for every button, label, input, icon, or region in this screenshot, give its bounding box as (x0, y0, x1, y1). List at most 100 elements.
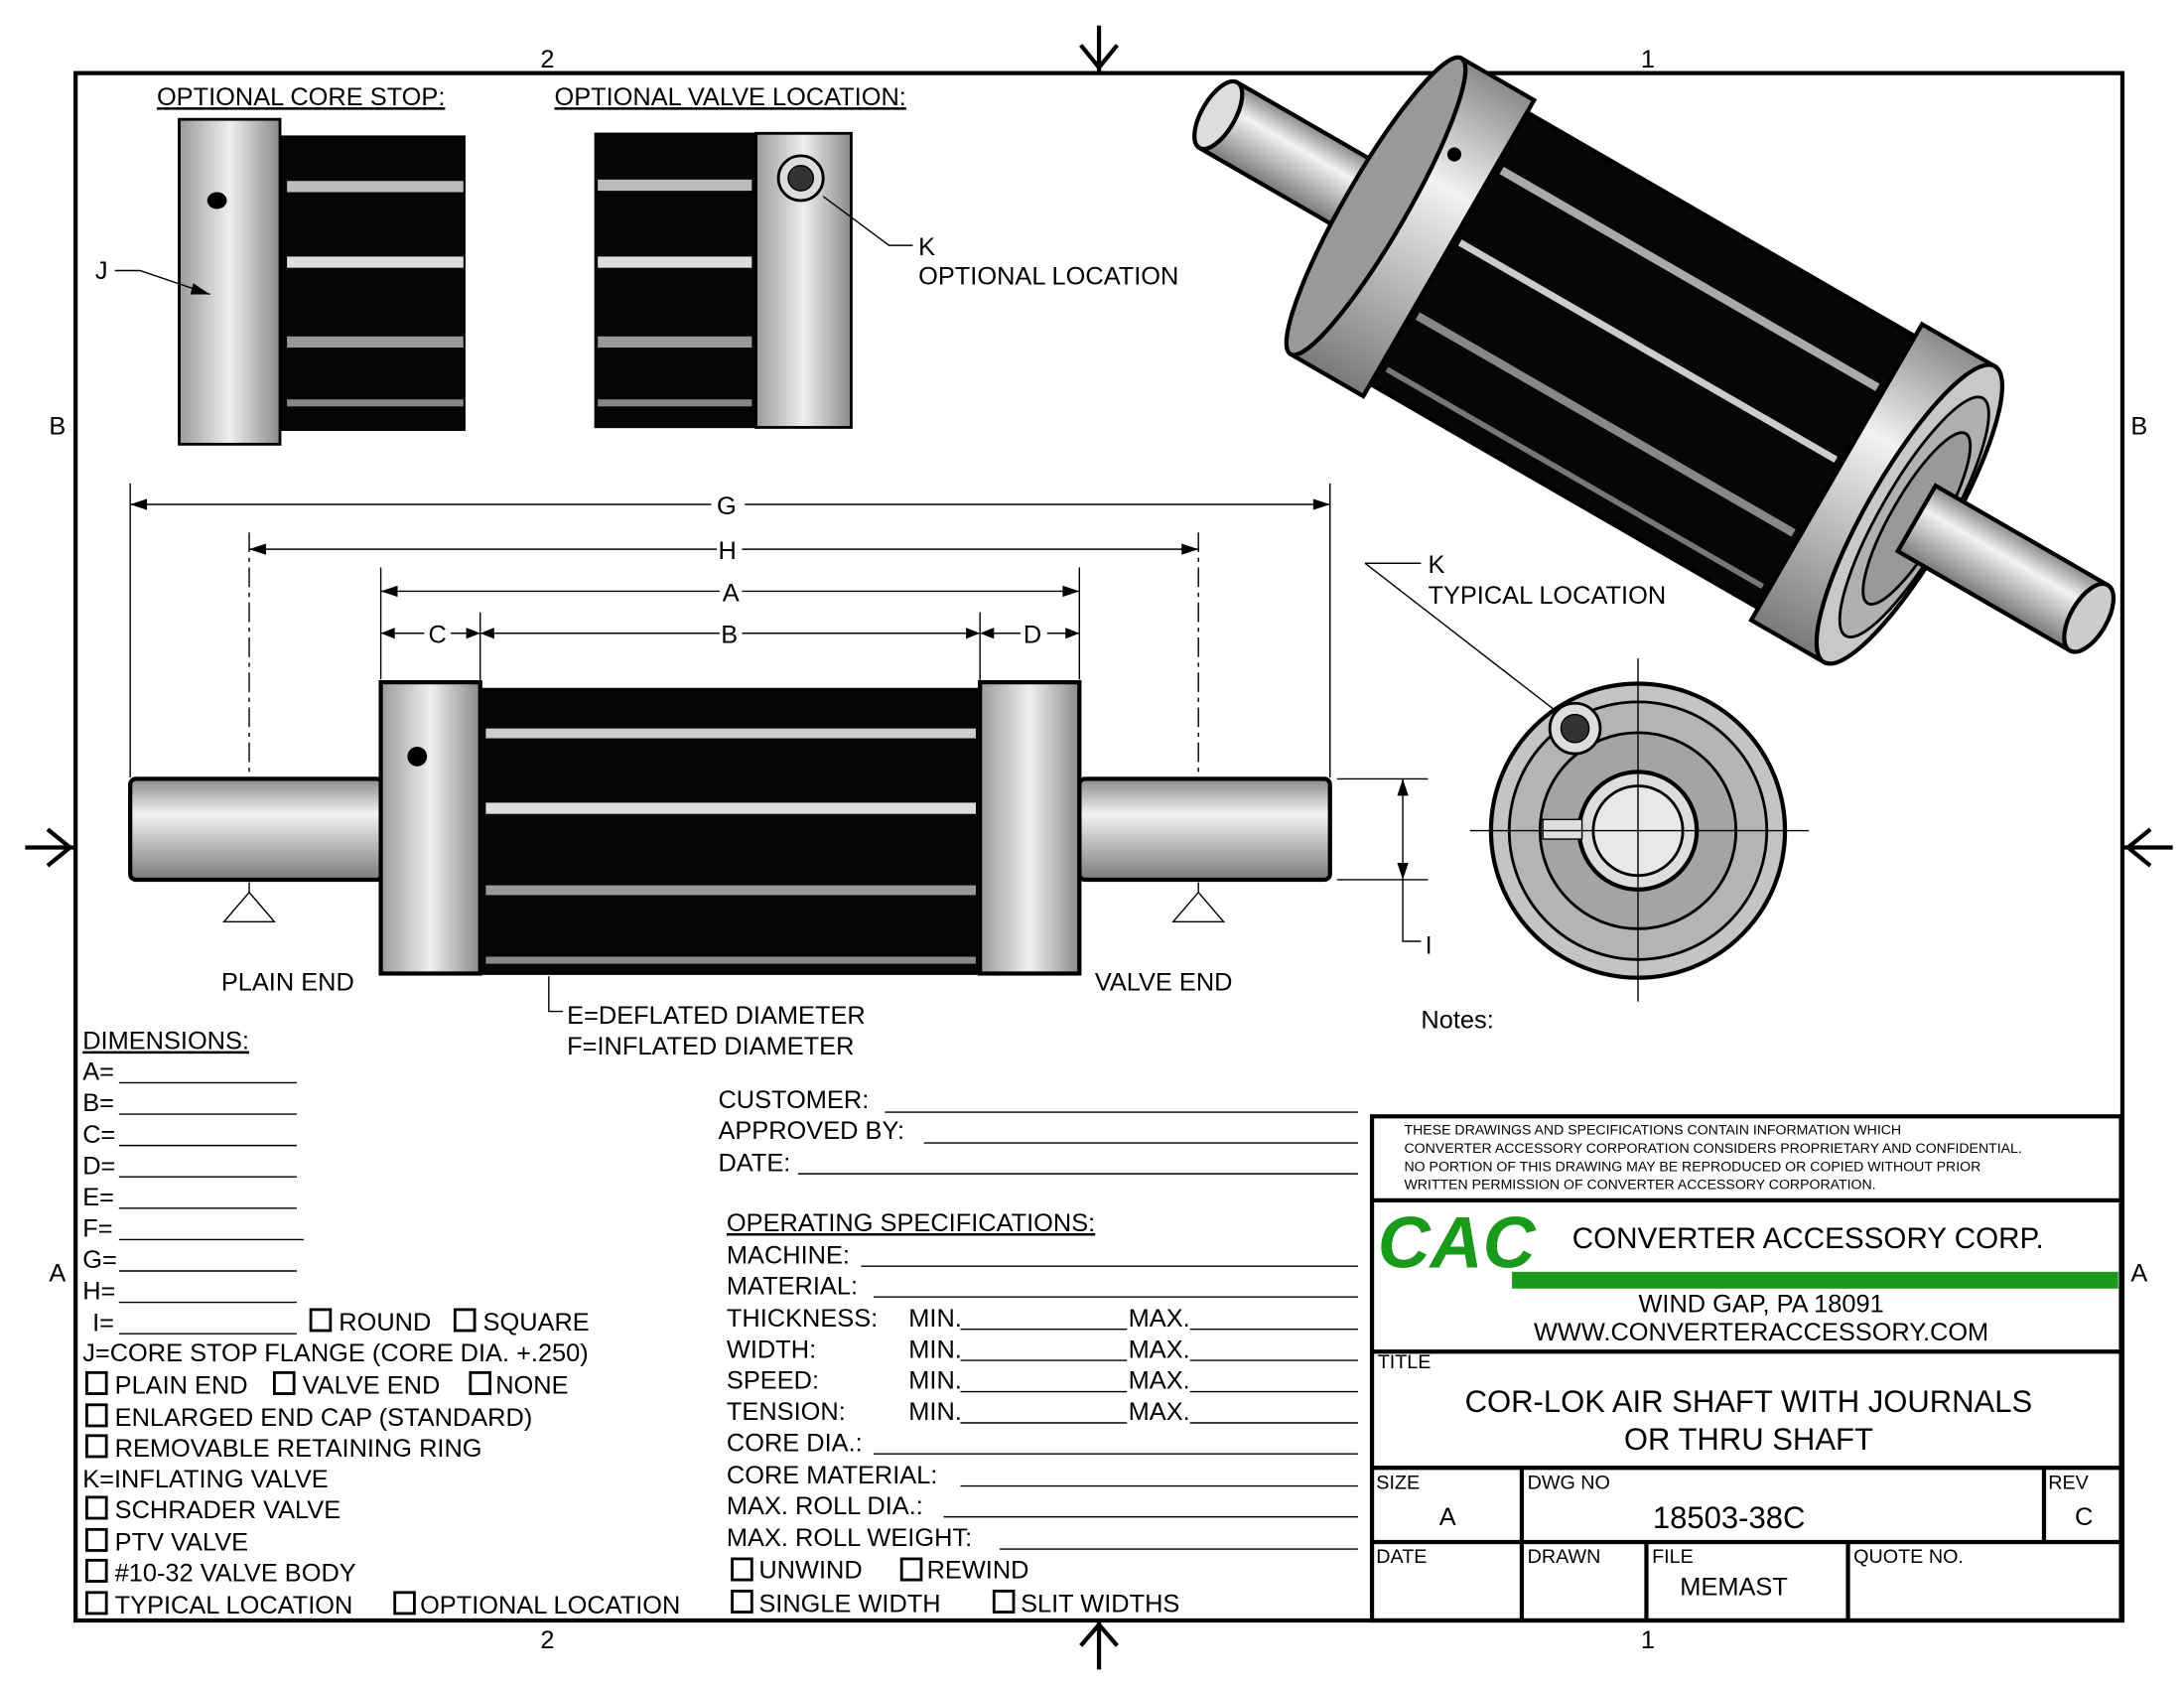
dim-a: A (723, 579, 740, 607)
single-width-label: SINGLE WIDTH (758, 1591, 940, 1618)
isometric-view (1192, 55, 2116, 666)
spec-max-label: MAX. (1129, 1336, 1190, 1363)
valve-body-checkbox[interactable] (85, 1558, 108, 1583)
enlarged-end-cap-checkbox[interactable] (85, 1403, 108, 1428)
dimensions-form: DIMENSIONS: A=B=C=D=E=F=G=H=I= ROUND SQU… (82, 1028, 680, 1619)
operating-heading: OPERATING SPECIFICATIONS: (727, 1209, 1095, 1237)
plain-end-checkbox[interactable] (85, 1370, 108, 1395)
valve-end-option: VALVE END (303, 1372, 441, 1400)
core-body (279, 135, 466, 431)
round-checkbox[interactable] (309, 1308, 333, 1333)
drawing-title-line1: COR-LOK AIR SHAFT WITH JOURNALS (1465, 1384, 2033, 1419)
valve-end-checkbox[interactable] (273, 1370, 296, 1395)
dimension-field-label: C= (82, 1121, 115, 1149)
dimension-field-label: H= (82, 1278, 115, 1306)
core-stop-flange (178, 117, 282, 446)
spec-max-label: MAX. (1129, 1398, 1190, 1426)
optional-location-checkbox[interactable] (393, 1591, 416, 1616)
dwg-no-label: DWG NO (1528, 1472, 1610, 1493)
enlarged-end-cap-option: ENLARGED END CAP (STANDARD) (115, 1404, 533, 1432)
optional-valve-location-view: OPTIONAL VALVE LOCATION: K OPTIONAL LOCA… (554, 83, 1178, 429)
zone-row-a-left: A (49, 1260, 66, 1288)
dimension-field-label: A= (82, 1058, 114, 1086)
square-checkbox[interactable] (453, 1308, 477, 1333)
file-value: MEMAST (1680, 1574, 1788, 1602)
zone-row-a-right: A (2130, 1260, 2147, 1288)
support-triangle-icon (1171, 891, 1226, 922)
ptv-checkbox[interactable] (85, 1527, 108, 1552)
dimension-field-label: G= (82, 1246, 117, 1274)
max-roll-dia-label: MAX. ROLL DIA.: (727, 1492, 923, 1520)
e-label: E=DEFLATED DIAMETER (567, 1002, 866, 1030)
title-block: THESE DRAWINGS AND SPECIFICATIONS CONTAI… (1369, 1114, 2123, 1623)
k-label-optional: K (918, 233, 935, 261)
spec-min-label: MIN. (908, 1305, 962, 1333)
title-label: TITLE (1378, 1351, 1432, 1373)
spec-row-label: TENSION: (727, 1398, 846, 1426)
single-width-checkbox[interactable] (731, 1589, 753, 1614)
spec-min-label: MIN. (908, 1398, 962, 1426)
zone-col-1-top: 1 (1641, 46, 1655, 73)
approved-label: APPROVED BY: (718, 1117, 904, 1145)
schrader-checkbox[interactable] (85, 1495, 108, 1520)
slit-widths-label: SLIT WIDTHS (1021, 1591, 1179, 1618)
zone-col-2-top: 2 (540, 46, 554, 73)
operating-specifications: OPERATING SPECIFICATIONS: MACHINE: MATER… (727, 1209, 1358, 1618)
spec-row-label: SPEED: (727, 1367, 819, 1395)
support-triangle-icon (222, 891, 276, 922)
none-checkbox[interactable] (469, 1370, 491, 1395)
k-description: K=INFLATING VALVE (82, 1466, 328, 1493)
zone-row-b-right: B (2130, 413, 2147, 441)
zone-col-2-bottom: 2 (540, 1626, 554, 1654)
typical-location-label: TYPICAL LOCATION (1428, 582, 1666, 610)
round-label: ROUND (339, 1309, 431, 1336)
rewind-checkbox[interactable] (899, 1557, 923, 1582)
disclaimer-line: WRITTEN PERMISSION OF CONVERTER ACCESSOR… (1404, 1177, 1875, 1193)
dimension-field-label: E= (82, 1184, 114, 1211)
none-option: NONE (495, 1372, 568, 1400)
optional-location-option: OPTIONAL LOCATION (420, 1592, 680, 1619)
unwind-label: UNWIND (758, 1557, 862, 1585)
j-description: J=CORE STOP FLANGE (CORE DIA. +.250) (82, 1339, 589, 1367)
typical-location-checkbox[interactable] (85, 1591, 108, 1616)
dimension-lines: G H A C B D (129, 483, 1331, 897)
optional-location-label: OPTIONAL LOCATION (918, 263, 1178, 291)
schrader-option: SCHRADER VALVE (115, 1496, 341, 1524)
valve-body-option: #10-32 VALVE BODY (115, 1560, 356, 1588)
typical-location-option: TYPICAL LOCATION (115, 1592, 353, 1619)
unwind-checkbox[interactable] (731, 1557, 753, 1582)
disclaimer: THESE DRAWINGS AND SPECIFICATIONS CONTAI… (1404, 1122, 2021, 1193)
dimension-field-label: I= (92, 1309, 114, 1336)
cac-logo: CAC (1378, 1202, 2118, 1289)
center-arrow-left-icon (25, 827, 76, 868)
dim-c: C (429, 622, 447, 649)
rewind-label: REWIND (927, 1557, 1029, 1585)
spec-row-label: THICKNESS: (727, 1305, 878, 1333)
side-view: PLAIN END VALVE END E=DEFLATED DIAMETER … (128, 680, 1433, 1060)
plain-end-label: PLAIN END (221, 968, 354, 996)
spec-max-label: MAX. (1129, 1367, 1190, 1395)
rev-label: REV (2048, 1472, 2089, 1493)
dim-g: G (717, 492, 737, 520)
core-stop-heading: OPTIONAL CORE STOP: (157, 83, 445, 111)
slit-widths-checkbox[interactable] (992, 1589, 1016, 1614)
disclaimer-line: NO PORTION OF THIS DRAWING MAY BE REPROD… (1404, 1158, 1980, 1174)
core-dia-label: CORE DIA.: (727, 1429, 863, 1457)
spec-row-label: WIDTH: (727, 1336, 816, 1363)
machine-label: MACHINE: (727, 1241, 850, 1269)
core-material-label: CORE MATERIAL: (727, 1462, 937, 1489)
dim-i: I (1426, 932, 1433, 960)
removable-ring-checkbox[interactable] (85, 1434, 108, 1459)
valve-end-label: VALVE END (1095, 968, 1233, 996)
company-name: CONVERTER ACCESSORY CORP. (1572, 1222, 2044, 1255)
dwg-no-value: 18503-38C (1653, 1500, 1805, 1535)
f-label: F=INFLATED DIAMETER (567, 1033, 854, 1060)
dim-h: H (718, 537, 736, 565)
date-label: DATE (1376, 1546, 1427, 1568)
disclaimer-line: THESE DRAWINGS AND SPECIFICATIONS CONTAI… (1404, 1122, 1901, 1138)
square-label: SQUARE (483, 1309, 590, 1336)
size-label: SIZE (1376, 1472, 1420, 1493)
removable-ring-option: REMOVABLE RETAINING RING (115, 1435, 482, 1463)
company-website[interactable]: WWW.CONVERTERACCESSORY.COM (1534, 1319, 1988, 1346)
notes-label: Notes: (1421, 1006, 1493, 1034)
